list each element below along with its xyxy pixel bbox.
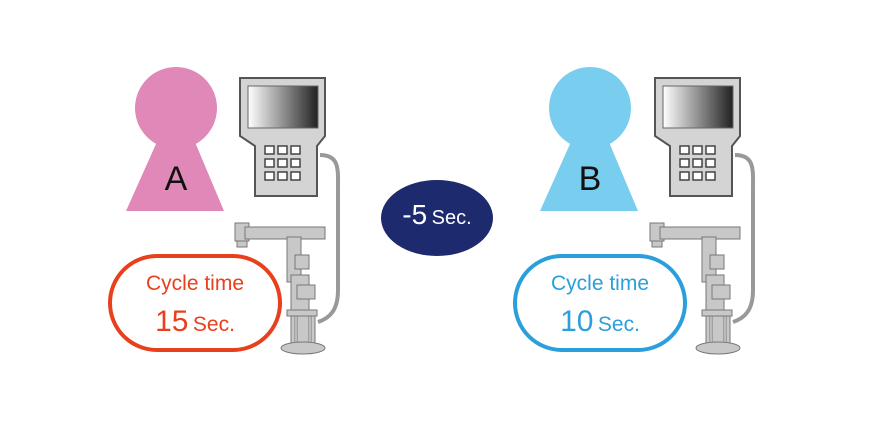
cycle-time-number-b: 10 [560,305,594,338]
cycle-time-title-a: Cycle time [145,272,245,295]
person-a-label: A [164,160,188,198]
person-a-icon [126,67,224,211]
teach-pendant-icon [239,77,326,197]
cycle-time-title-b: Cycle time [550,272,650,295]
difference-badge [381,180,493,256]
teach-pendant-icon [654,77,741,197]
cycle-time-value-b: 10 Sec. [515,305,685,339]
cycle-time-bubble-a [108,254,282,352]
difference-number: -5 [402,199,428,230]
person-b-icon [540,67,638,211]
cycle-time-value-a: 15 Sec. [110,305,280,339]
cycle-time-unit-a: Sec. [192,313,235,336]
difference-unit: Sec. [431,207,472,229]
cable-icon [732,153,756,324]
cycle-time-number-a: 15 [155,305,189,338]
cable-icon [317,153,341,324]
cycle-time-unit-b: Sec. [597,313,640,336]
person-b-label: B [578,160,602,198]
difference-text: -5 Sec. [381,199,493,231]
cycle-time-bubble-b [513,254,687,352]
